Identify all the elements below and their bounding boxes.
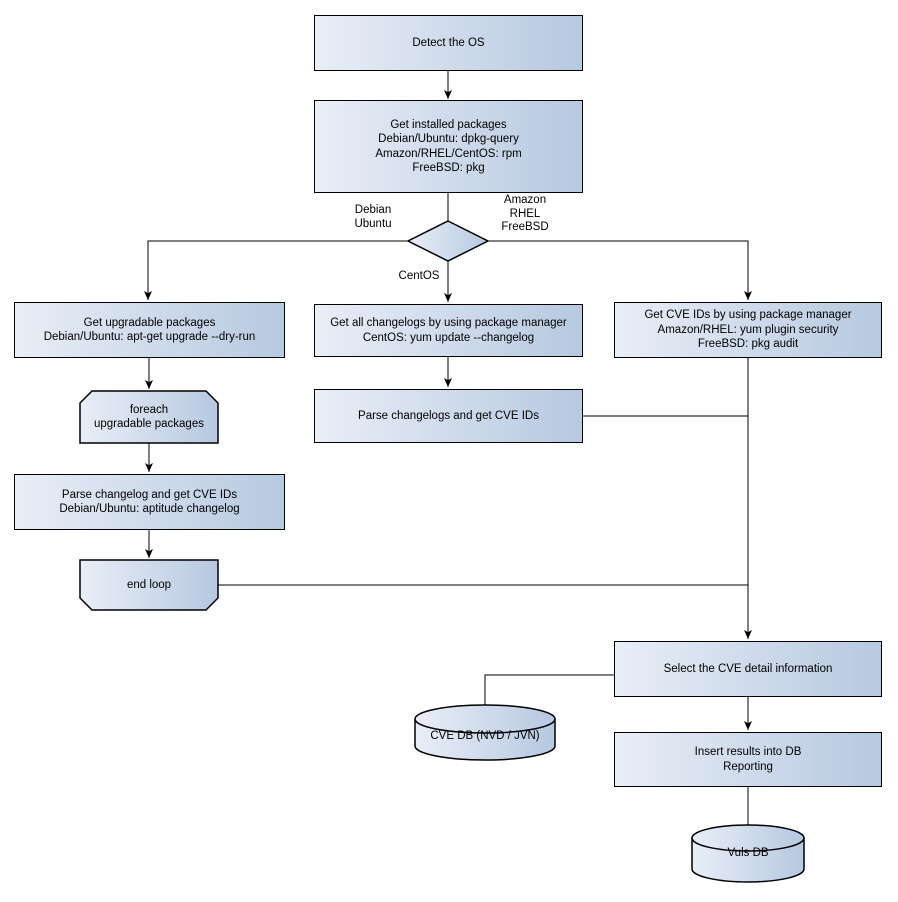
node-line: Get CVE IDs by using package manager xyxy=(644,309,852,322)
end-loop-shape xyxy=(79,559,219,611)
node-line: Amazon/RHEL/CentOS: rpm xyxy=(375,147,522,160)
cve-db-cylinder-top xyxy=(414,704,556,734)
node-get-installed-packages: Get installed packages Debian/Ubuntu: dp… xyxy=(314,100,583,193)
node-line: Reporting xyxy=(723,760,773,773)
node-line: CentOS: yum update --changelog xyxy=(362,331,535,344)
node-get-upgradable-packages: Get upgradable packages Debian/Ubuntu: a… xyxy=(14,302,285,358)
node-line: Select the CVE detail information xyxy=(663,662,833,675)
node-insert-results: Insert results into DB Reporting xyxy=(614,732,882,787)
node-line: FreeBSD: pkg audit xyxy=(697,338,799,351)
node-line: Parse changelogs and get CVE IDs xyxy=(358,409,539,422)
connectors xyxy=(144,71,752,826)
node-detect-os: Detect the OS xyxy=(314,15,583,71)
edge-decision-to-getcveids xyxy=(488,240,752,300)
node-line: Amazon/RHEL: yum plugin security xyxy=(657,323,839,336)
node-get-cve-ids: Get CVE IDs by using package manager Ama… xyxy=(614,302,882,358)
edge-cvedb-to-select xyxy=(484,674,614,706)
node-line: Detect the OS xyxy=(412,36,485,49)
vuls-db-cylinder xyxy=(691,824,805,883)
node-get-all-changelogs: Get all changelogs by using package mana… xyxy=(314,304,583,357)
node-line: Get upgradable packages xyxy=(83,316,216,329)
node-line: FreeBSD: pkg xyxy=(412,162,485,174)
vuls-db-cylinder-top xyxy=(691,824,805,852)
node-line: Parse changelog and get CVE IDs xyxy=(61,488,238,501)
node-line: Debian/Ubuntu: dpkg-query xyxy=(378,133,519,145)
node-line: Debian/Ubuntu: apt-get upgrade --dry-run xyxy=(43,331,256,343)
node-line: Get all changelogs by using package mana… xyxy=(330,317,567,329)
node-select-cve-detail: Select the CVE detail information xyxy=(614,641,882,697)
cve-db-cylinder xyxy=(414,704,556,761)
node-line: Get installed packages xyxy=(390,118,507,131)
node-line: Insert results into DB xyxy=(694,746,802,758)
node-line: Debian/Ubuntu: aptitude changelog xyxy=(59,503,240,515)
foreach-loop-shape xyxy=(79,390,219,444)
edge-decision-to-upgradable xyxy=(144,240,408,300)
decision-diamond xyxy=(406,220,490,262)
node-parse-changelog: Parse changelog and get CVE IDs Debian/U… xyxy=(14,474,285,530)
node-parse-changelogs: Parse changelogs and get CVE IDs xyxy=(314,389,583,443)
